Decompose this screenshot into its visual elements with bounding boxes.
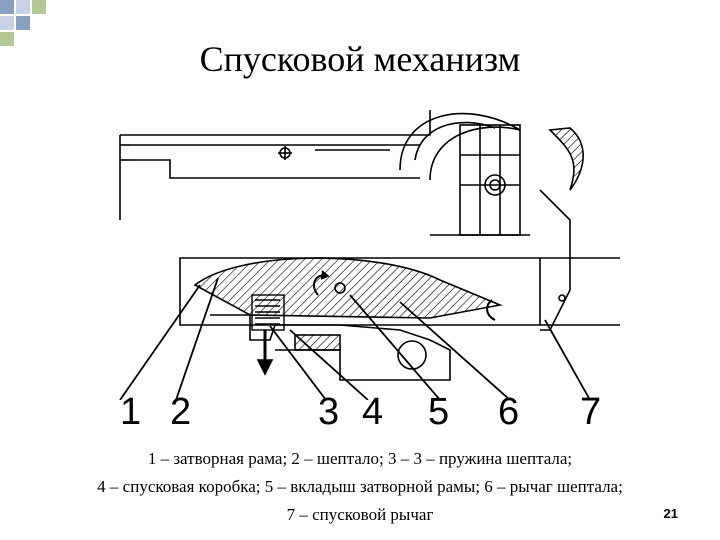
callout-7: 7 (580, 391, 602, 433)
caption-line-2: 4 – спусковая коробка; 5 – вкладыш затво… (97, 477, 623, 496)
caption-line-3: 7 – спусковой рычаг (286, 505, 434, 524)
page-number: 21 (663, 506, 678, 521)
slide-title: Спусковой механизм (199, 39, 521, 79)
callout-5: 5 (428, 391, 450, 433)
callout-4: 4 (362, 391, 384, 433)
caption-line-1: 1 – затворная рама; 2 – шептало; 3 – 3 –… (147, 449, 573, 468)
corner-square (0, 32, 14, 46)
corner-square (16, 0, 30, 14)
callout-3: 3 (318, 391, 340, 433)
corner-square (0, 16, 14, 30)
callout-1: 1 (120, 391, 142, 433)
corner-decoration (0, 0, 46, 46)
trigger-mechanism-drawing (119, 110, 620, 400)
callout-6: 6 (498, 391, 520, 433)
callout-2: 2 (170, 391, 192, 433)
corner-square (16, 16, 30, 30)
corner-square (32, 0, 46, 14)
corner-square (0, 0, 14, 14)
